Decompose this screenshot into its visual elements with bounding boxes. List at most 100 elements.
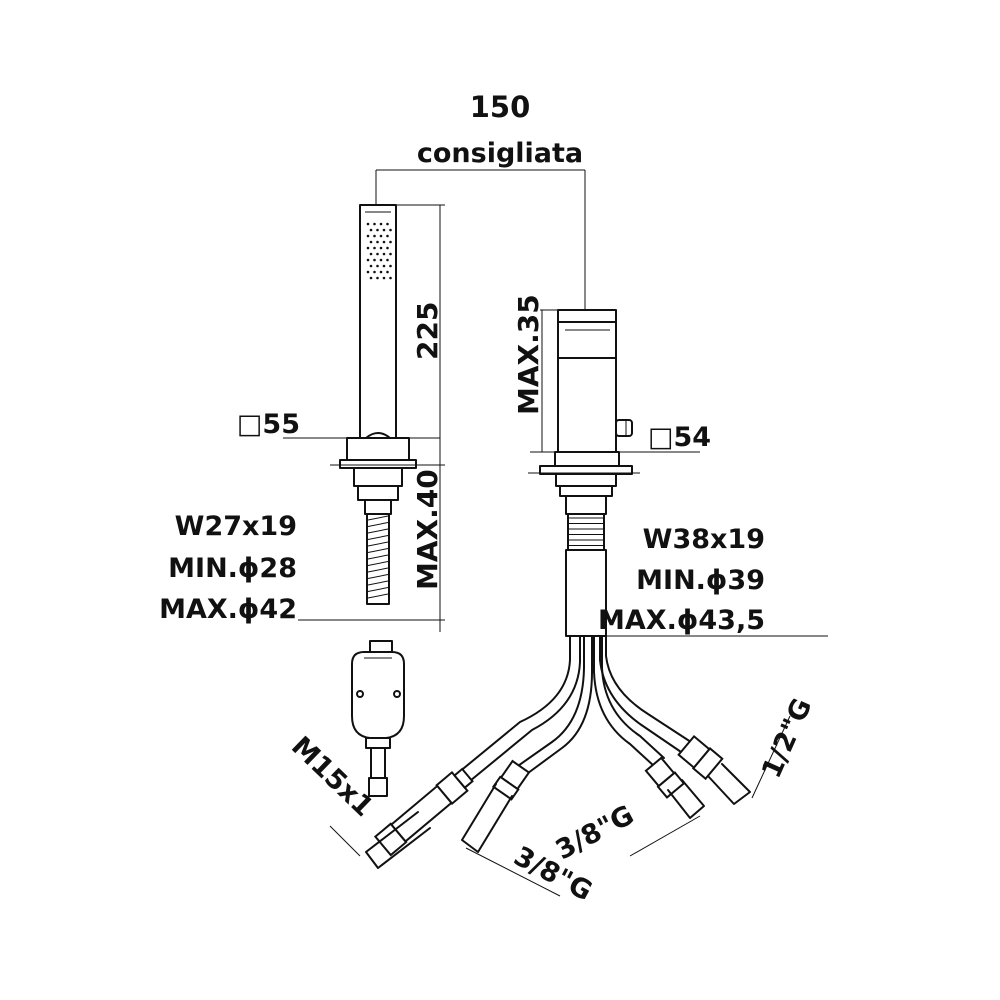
left-nut-lower [364, 499, 392, 515]
counterweight [351, 651, 405, 739]
nozzle-dot [389, 252, 392, 256]
weight-screw-right [393, 690, 401, 698]
nozzle-dot [369, 228, 373, 232]
outlet-ext-line [751, 715, 791, 799]
mixer-max-top: MAX.35 [512, 294, 545, 415]
connection-dimensions [329, 715, 791, 897]
hand-shower [359, 204, 397, 439]
thread-line [367, 515, 389, 521]
fitting-m15x1 [373, 767, 474, 857]
thread-line [367, 561, 389, 566]
right-shank [565, 549, 607, 637]
nozzle-dot [376, 228, 379, 232]
left-nut-spec: W27x19 [175, 511, 297, 542]
left-base: □55 [237, 409, 445, 621]
spacing-dimension: 150 consigliata [375, 90, 586, 310]
diverter-knob [615, 419, 633, 437]
hose-inner-left-b [523, 635, 593, 777]
hose-outer-right-b [605, 635, 695, 745]
left-hole-max: MAX.ϕ42 [159, 594, 297, 625]
nozzle-dot [366, 222, 370, 226]
nozzle-dot [376, 276, 379, 280]
weight-top-clip [369, 640, 393, 653]
weight-bottom-clip [365, 737, 391, 749]
nozzle-dot [369, 240, 373, 244]
hose-thread-label: M15x1 [285, 731, 379, 823]
nozzle-dot [379, 270, 383, 274]
deck-max-left: MAX.40 [411, 469, 444, 590]
fitting-inlet-b [644, 756, 686, 799]
thread-line [367, 554, 389, 560]
nozzle-dot [386, 270, 389, 274]
nozzle-dot [366, 258, 370, 262]
weight-screw-left [356, 690, 364, 698]
nozzle-dot [376, 252, 379, 256]
left-base-square: □55 [237, 409, 300, 440]
nozzle-dot [382, 240, 386, 244]
right-nut-lower [565, 495, 607, 515]
thread-line [367, 548, 389, 553]
right-base: □54 [528, 422, 828, 637]
hose-segment [370, 747, 386, 779]
pipe-outlet [707, 763, 751, 805]
nozzle-dot [379, 258, 383, 262]
hose-inner-left-a [514, 635, 585, 769]
left-thread-lines [367, 515, 389, 599]
hose-inner-right-a [593, 635, 655, 767]
thread-line [367, 528, 389, 534]
nozzle-dot [379, 222, 383, 226]
nozzle-dot [382, 228, 386, 232]
nozzle-dot [376, 264, 379, 268]
handshower-length-dimension: 225 [396, 204, 445, 465]
nozzle-dot [386, 246, 389, 250]
spacing-note: consigliata [417, 138, 583, 169]
thread-line [367, 522, 389, 527]
inlet-b-ext-line [629, 815, 701, 857]
thread-line [367, 535, 389, 540]
hose-fittings [365, 734, 751, 869]
nozzle-dot [366, 234, 370, 238]
nozzle-dot [389, 228, 392, 232]
hand-shower-neck [365, 432, 391, 439]
left-deck-flange [339, 459, 417, 469]
hose-end-fitting [368, 777, 388, 797]
flex-hoses [446, 635, 695, 791]
spray-nozzles [366, 222, 392, 280]
hose-outer-left-b [458, 635, 581, 791]
hose-outer-left-a [446, 635, 571, 783]
hand-shower-body [359, 204, 397, 439]
thread-line [367, 580, 389, 586]
right-nut-spec: W38x19 [643, 524, 765, 555]
nozzle-dot [373, 222, 376, 226]
right-thread-lines [569, 517, 603, 546]
nozzle-dot [389, 264, 392, 268]
nozzle-dot [386, 258, 389, 262]
spacing-value: 150 [470, 90, 531, 124]
nozzle-dot [389, 276, 392, 280]
right-hole-max: MAX.ϕ43,5 [598, 605, 765, 636]
right-base-square: □54 [648, 422, 711, 453]
fitting-inlet-a [491, 759, 531, 801]
nozzle-dot [366, 246, 370, 250]
nozzle-dot [366, 270, 370, 274]
pipe-inlet-b [667, 779, 705, 819]
mixer-max-dimension: MAX.35 [512, 294, 545, 452]
right-washer [555, 473, 617, 487]
thread-line [367, 574, 389, 579]
nozzle-dot [369, 276, 373, 280]
pipe-inlet-a [461, 783, 513, 853]
nozzle-dot [373, 270, 376, 274]
mixer-lever-top [557, 309, 617, 323]
left-hole-min: MIN.ϕ28 [168, 553, 297, 584]
nozzle-dot [376, 240, 379, 244]
nozzle-dot [382, 264, 386, 268]
nozzle-dot [379, 246, 383, 250]
right-threaded-stud [567, 513, 605, 551]
left-deck-dimension: MAX.40 [411, 465, 444, 632]
left-base-plate [346, 437, 410, 461]
inlet-a-ext-line [465, 847, 561, 897]
nozzle-dot [369, 264, 373, 268]
thread-line [367, 567, 389, 573]
